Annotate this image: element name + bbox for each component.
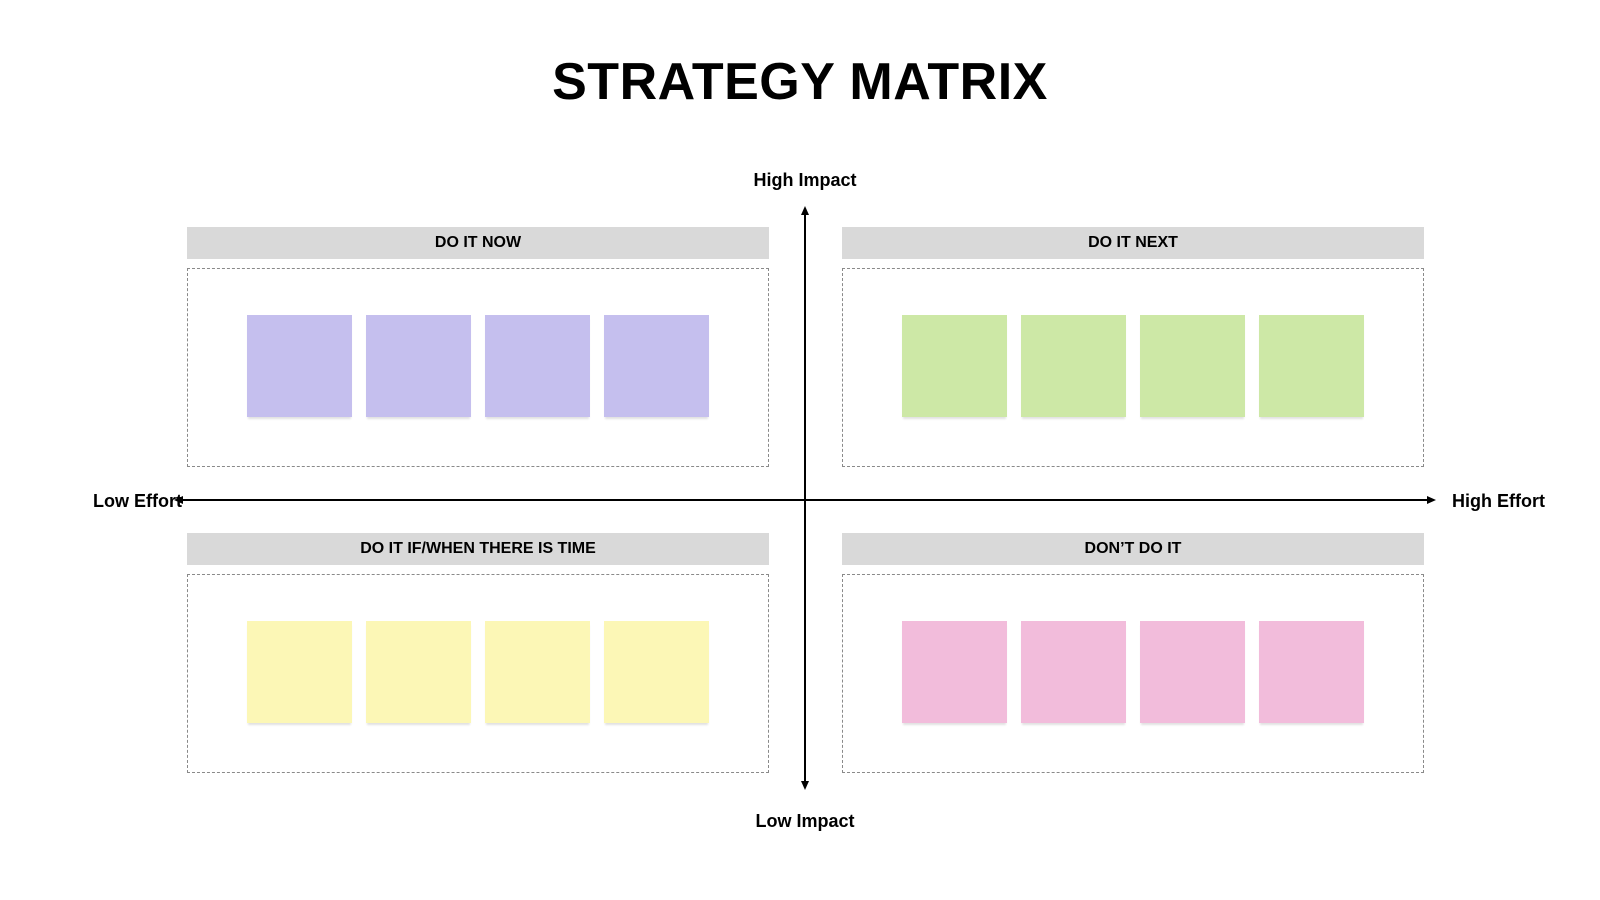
arrow-up-icon xyxy=(801,206,809,215)
axis-label-high-effort: High Effort xyxy=(1452,491,1545,511)
sticky-note[interactable] xyxy=(604,315,709,417)
sticky-note[interactable] xyxy=(1140,315,1245,417)
sticky-note[interactable] xyxy=(902,315,1007,417)
axis-label-high-impact: High Impact xyxy=(753,170,857,190)
quadrant-header: DO IT NEXT xyxy=(842,227,1424,259)
arrow-down-icon xyxy=(801,781,809,790)
quadrant-drop-zone[interactable] xyxy=(842,268,1424,467)
quadrant-drop-zone[interactable] xyxy=(842,574,1424,773)
quadrant-drop-zone[interactable] xyxy=(187,574,769,773)
quadrant-drop-zone[interactable] xyxy=(187,268,769,467)
sticky-note[interactable] xyxy=(485,621,590,723)
quadrant-dont-do-it: DON’T DO IT xyxy=(842,533,1424,773)
arrow-right-icon xyxy=(1427,496,1436,504)
sticky-note[interactable] xyxy=(1021,315,1126,417)
sticky-note[interactable] xyxy=(366,621,471,723)
quadrant-do-it-if-time: DO IT IF/WHEN THERE IS TIME xyxy=(187,533,769,773)
quadrant-header: DO IT IF/WHEN THERE IS TIME xyxy=(187,533,769,565)
sticky-note[interactable] xyxy=(247,315,352,417)
axis-label-low-impact: Low Impact xyxy=(755,811,855,831)
sticky-note[interactable] xyxy=(366,315,471,417)
sticky-note[interactable] xyxy=(1259,315,1364,417)
sticky-note[interactable] xyxy=(485,315,590,417)
sticky-note[interactable] xyxy=(1140,621,1245,723)
sticky-note[interactable] xyxy=(1259,621,1364,723)
quadrant-do-it-now: DO IT NOW xyxy=(187,227,769,467)
sticky-note[interactable] xyxy=(902,621,1007,723)
axis-label-low-effort: Low Effort xyxy=(93,491,182,511)
quadrant-header: DO IT NOW xyxy=(187,227,769,259)
page-title: STRATEGY MATRIX xyxy=(552,53,1048,111)
sticky-note[interactable] xyxy=(247,621,352,723)
quadrant-header: DON’T DO IT xyxy=(842,533,1424,565)
sticky-note[interactable] xyxy=(604,621,709,723)
sticky-note[interactable] xyxy=(1021,621,1126,723)
quadrant-do-it-next: DO IT NEXT xyxy=(842,227,1424,467)
